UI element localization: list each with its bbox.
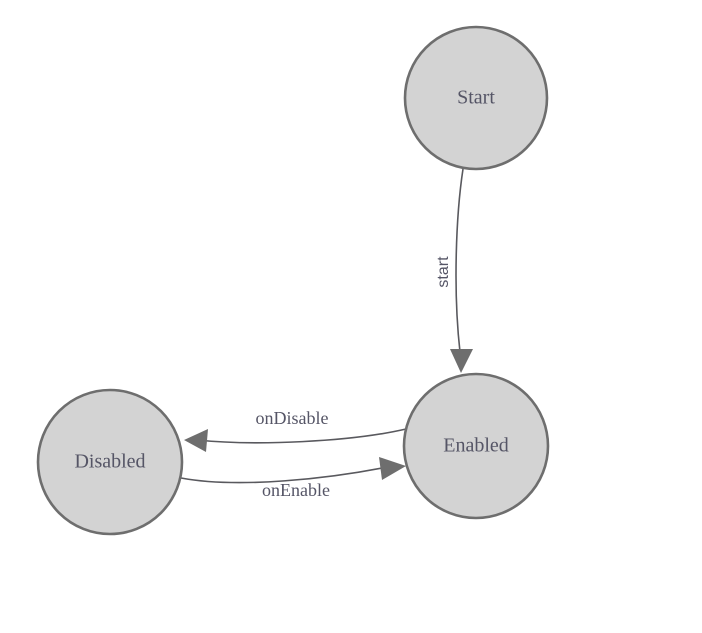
edge-disabled-to-enabled[interactable]: onEnable xyxy=(180,457,406,500)
node-disabled-circle[interactable] xyxy=(36,388,184,536)
edge-label-start: start xyxy=(435,256,452,288)
node-enabled[interactable]: Enabled xyxy=(402,372,550,520)
edge-start-to-enabled[interactable]: start xyxy=(435,168,473,373)
edge-enabled-to-disabled[interactable]: onDisable xyxy=(184,408,407,452)
edge-path-disabled-to-enabled xyxy=(180,467,383,484)
edge-label-onenable: onEnable xyxy=(262,480,330,500)
node-disabled-label: Disabled xyxy=(74,451,145,473)
edge-label-ondisable: onDisable xyxy=(256,408,329,428)
node-enabled-label: Enabled xyxy=(443,435,509,457)
arrowhead-icon-enabled-to-disabled xyxy=(184,429,208,452)
node-start[interactable]: Start xyxy=(403,25,549,171)
node-start-label: Start xyxy=(457,87,495,109)
edge-path-start-to-enabled xyxy=(455,168,464,353)
node-enabled-circle[interactable] xyxy=(402,372,550,520)
node-start-circle[interactable] xyxy=(403,25,549,171)
arrowhead-icon-disabled-to-enabled xyxy=(379,457,406,480)
arrowhead-icon-start-to-enabled xyxy=(450,349,473,373)
node-disabled[interactable]: Disabled xyxy=(36,388,184,536)
edge-path-enabled-to-disabled xyxy=(196,428,407,444)
